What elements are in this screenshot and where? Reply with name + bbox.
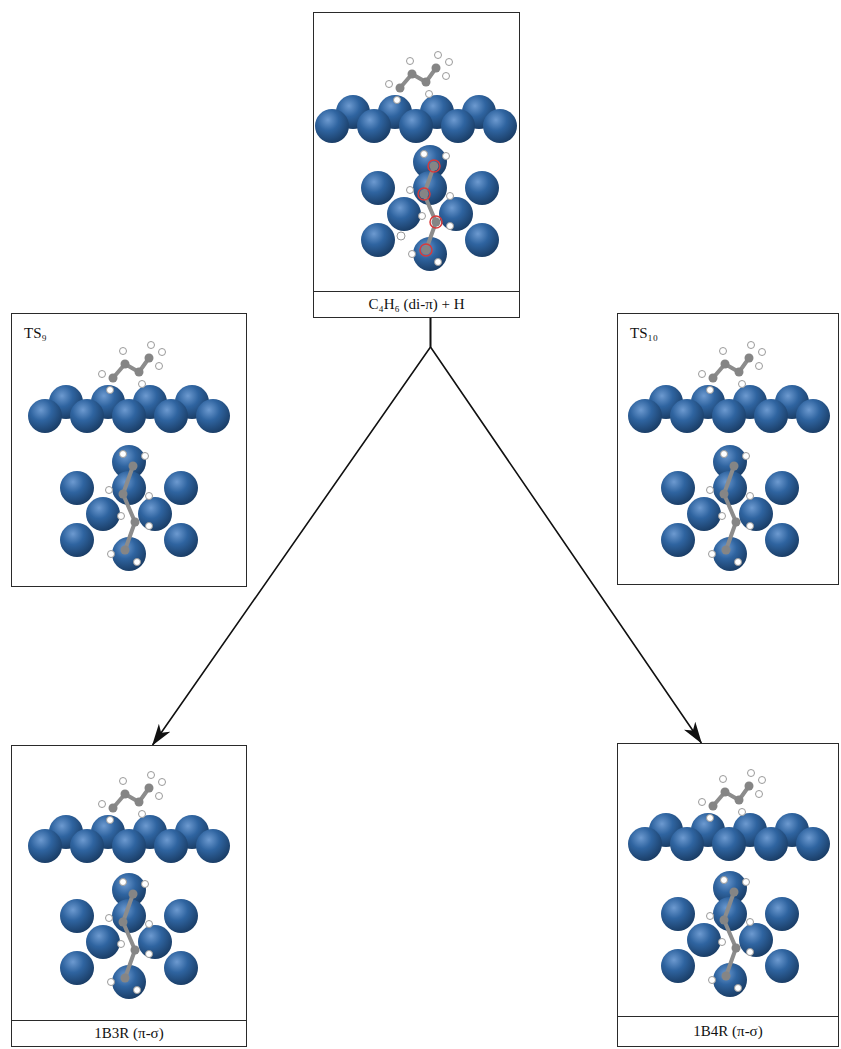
- molecule-top-view: [106, 879, 153, 994]
- state-panel: C₄H₆ (di-π) + H: [313, 12, 520, 318]
- molecule-top-view: [707, 451, 754, 566]
- reaction-arrow: [431, 318, 702, 743]
- label-cell: TS₁₀: [630, 324, 658, 342]
- species-label: 1B4R (π-σ): [693, 1022, 762, 1040]
- molecule-side-view: [699, 342, 766, 394]
- adsorbate-1b3r: [28, 772, 230, 1000]
- slab-top-view: [661, 871, 799, 997]
- reaction-arrow: [153, 318, 431, 745]
- slab-top-view: [60, 445, 198, 571]
- adsorbate-ts10: [628, 342, 830, 572]
- state-panel: 1B3R (π-σ): [11, 745, 247, 1047]
- highlight-atoms: [418, 160, 442, 256]
- slab-side-view: [628, 813, 830, 861]
- hydrogen-atom: [397, 232, 405, 240]
- adsorbate-1b4r: [628, 770, 830, 998]
- molecule-side-view: [386, 52, 453, 104]
- molecule-top-view: [407, 151, 454, 266]
- state-label: TS₉: [24, 324, 47, 342]
- molecule-top-view: [106, 451, 153, 566]
- state-panel: 1B4R (π-σ): [617, 743, 839, 1047]
- label-cell: 1B4R (π-σ): [618, 1016, 838, 1046]
- slab-side-view: [315, 95, 517, 143]
- slab-side-view: [28, 815, 230, 863]
- slab-side-view: [628, 385, 830, 433]
- label-cell: C₄H₆ (di-π) + H: [314, 291, 519, 317]
- molecule-side-view: [99, 772, 166, 824]
- molecule-side-view: [699, 770, 766, 822]
- adsorbate-top-box: [315, 52, 517, 272]
- label-cell: TS₉: [24, 324, 47, 342]
- slab-top-view: [661, 445, 799, 571]
- molecule-side-view: [99, 342, 166, 394]
- molecule-top-view: [707, 877, 754, 992]
- state-panel: TS₁₀: [617, 313, 839, 585]
- state-label: TS₁₀: [630, 324, 658, 342]
- slab-top-view: [60, 873, 198, 999]
- slab-top-view: [361, 145, 499, 271]
- species-label: C₄H₆ (di-π) + H: [368, 295, 464, 313]
- label-cell: 1B3R (π-σ): [12, 1020, 246, 1046]
- adsorbate-ts9: [28, 342, 230, 572]
- slab-side-view: [28, 385, 230, 433]
- species-label: 1B3R (π-σ): [94, 1024, 163, 1042]
- state-panel: TS₉: [11, 313, 247, 587]
